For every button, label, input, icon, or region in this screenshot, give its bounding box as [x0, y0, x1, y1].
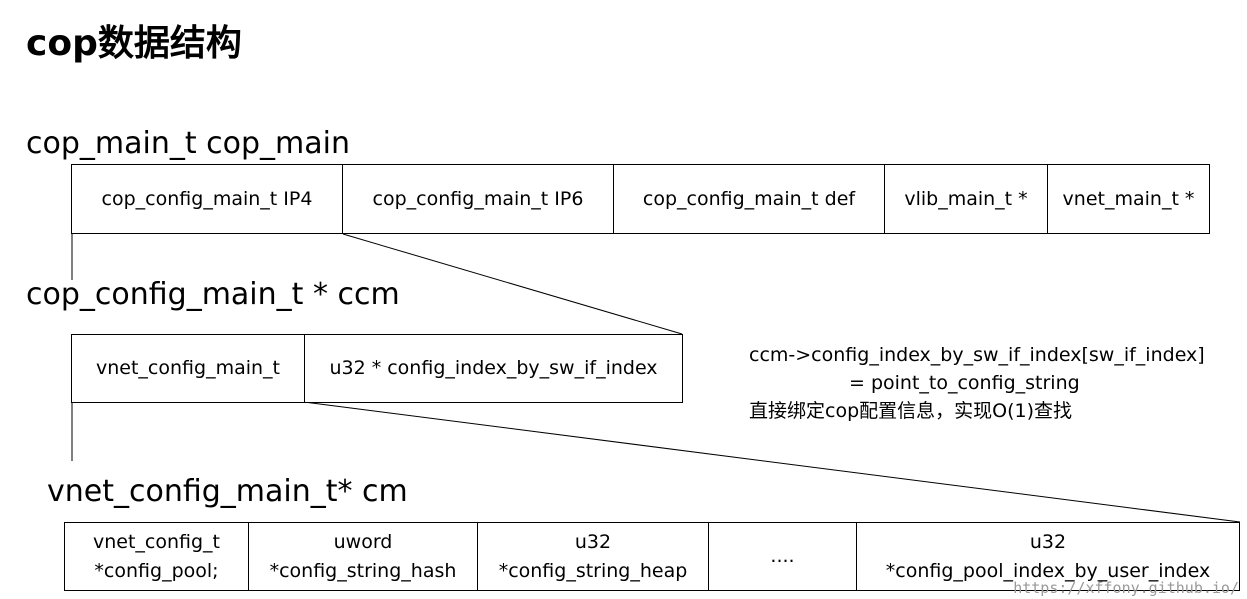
- field-ip4: cop_config_main_t IP4: [71, 164, 343, 234]
- field-config-pool: vnet_config_t *config_pool;: [64, 522, 249, 591]
- field-config-string-hash-line-1: uword: [333, 530, 393, 553]
- connector-ccm-to-cm-box: [303, 401, 1241, 523]
- field-def: cop_config_main_t def: [613, 164, 885, 234]
- field-config-pool-line-2: *config_pool;: [94, 559, 219, 582]
- note-line-1: ccm->config_index_by_sw_if_index[sw_if_i…: [749, 344, 1205, 366]
- field-vlib-main: vlib_main_t *: [884, 164, 1048, 234]
- cm-label: vnet_config_main_t* cm: [47, 474, 408, 509]
- field-config-pool-index-line-1: u32: [1029, 530, 1067, 553]
- field-config-string-hash: uword *config_string_hash: [248, 522, 478, 591]
- ccm-struct: vnet_config_main_t u32 * config_index_by…: [71, 334, 683, 403]
- field-ip6: cop_config_main_t IP6: [342, 164, 614, 234]
- field-ellipsis: ....: [708, 522, 857, 591]
- field-config-pool-index-line-2: *config_pool_index_by_user_index: [885, 559, 1211, 582]
- cop-main-struct: cop_config_main_t IP4 cop_config_main_t …: [71, 164, 1210, 234]
- cop-main-label: cop_main_t cop_main: [26, 126, 350, 161]
- note-line-2: = point_to_config_string: [849, 372, 1080, 394]
- ccm-label: cop_config_main_t * ccm: [26, 277, 400, 312]
- connector-ip4-to-ccm-box: [342, 233, 683, 335]
- field-config-pool-index: u32 *config_pool_index_by_user_index: [856, 522, 1240, 591]
- field-ellipsis-line-1: ....: [770, 545, 795, 567]
- field-config-string-heap-line-1: u32: [574, 530, 612, 553]
- field-config-pool-line-1: vnet_config_t: [92, 530, 221, 553]
- field-config-index: u32 * config_index_by_sw_if_index: [304, 334, 683, 403]
- field-vnet-main: vnet_main_t *: [1047, 164, 1210, 234]
- field-config-string-heap-line-2: *config_string_heap: [498, 559, 688, 582]
- note-line-3: 直接绑定cop配置信息，实现O(1)查找: [749, 400, 1073, 422]
- field-config-string-hash-line-2: *config_string_hash: [269, 559, 457, 582]
- field-config-string-heap: u32 *config_string_heap: [477, 522, 709, 591]
- cm-struct: vnet_config_t *config_pool; uword *config_…: [64, 522, 1240, 591]
- watermark-text: https://xffony.github.io/: [1013, 579, 1239, 597]
- field-vnet-config-main: vnet_config_main_t: [71, 334, 305, 403]
- page-title: cop数据结构: [26, 23, 242, 64]
